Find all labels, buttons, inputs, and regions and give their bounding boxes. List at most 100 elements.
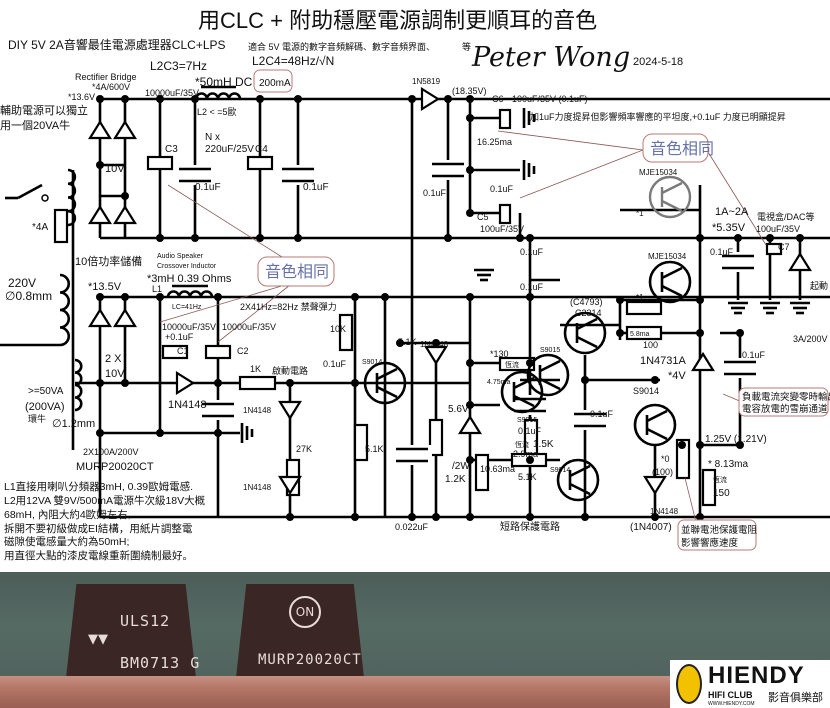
junction-dot <box>121 379 129 387</box>
label-cap-01-j: 0.1uF <box>518 426 542 436</box>
copper-heatsink-bar <box>0 676 680 708</box>
transistor-emitter <box>569 482 591 496</box>
label-c2-value: 10000uF/35V <box>222 322 276 332</box>
svg-text:音色相同: 音色相同 <box>650 139 714 158</box>
junction-dot <box>616 296 624 304</box>
diode-icon <box>788 251 812 272</box>
diode-icon <box>458 414 482 435</box>
junction-dot <box>466 293 474 301</box>
callout-avalanche: 負載電流突變零時輸出 電容放電的雪崩通道 <box>722 387 830 417</box>
label-c6-note: 加1uF力度提昇但影響頻率響應的平坦度,+0.1uF 力度已明顯提昇 <box>530 111 786 122</box>
junction-dot <box>351 293 359 301</box>
junction-dot <box>581 513 589 521</box>
label-s9014-c: S9014 <box>633 386 659 396</box>
transistor-collector <box>646 409 668 423</box>
electrolytic-capacitor <box>498 108 512 130</box>
label-cap-01-i: 0.1uF <box>742 350 766 360</box>
junction-dot <box>96 429 104 437</box>
label-load: 電視盒/DAC等 <box>757 211 815 222</box>
resistor <box>353 423 369 462</box>
junction-dot <box>516 234 524 242</box>
callout-battery: 並聯電池保護電阻 影響響應速度 <box>677 477 758 551</box>
label-d-1n5819: 1N5819 <box>412 77 441 86</box>
current-box <box>253 69 293 93</box>
label-s9015-a: S9015 <box>540 347 560 354</box>
junction-dot <box>256 234 264 242</box>
transistor-icon <box>526 353 570 397</box>
svg-text:電容放電的雪崩通道: 電容放電的雪崩通道 <box>742 403 828 415</box>
uls12-package <box>66 584 196 678</box>
label-cap-0022: 0.022uF <box>395 522 429 532</box>
junction-dot <box>651 376 659 384</box>
diode-icon <box>643 475 667 496</box>
svg-text:並聯電池保護電阻: 並聯電池保護電阻 <box>681 524 758 536</box>
transistor-collector <box>661 266 683 280</box>
label-c5-value: 100uF/35V <box>480 224 524 234</box>
resistor <box>428 418 444 457</box>
junction-dot <box>96 293 104 301</box>
junction-dot <box>191 234 199 242</box>
label-ma475: 4.75ma <box>487 379 510 386</box>
label-r-0: *0 <box>661 454 670 464</box>
label-cap-01-d: 0.1uF <box>423 188 447 198</box>
label-cap-01-f: 0.1uF <box>520 247 544 257</box>
label-c1-value: 10000uF/35V <box>162 322 216 332</box>
junction-dot <box>408 95 416 103</box>
junction-dot <box>466 359 474 367</box>
build-notes: L1直接用喇叭分頻器3mH, 0.39歐姆電感. L2用12VA 雙9V/500… <box>4 480 206 562</box>
diode-icon <box>88 204 112 225</box>
diode-icon <box>113 119 137 140</box>
label-power-reserve: 10倍功率儲備 <box>75 254 142 268</box>
junction-dot <box>351 513 359 521</box>
junction-dot <box>294 234 302 242</box>
label-c6: C6 <box>492 94 504 104</box>
label-out-current: 1A~2A <box>715 206 749 218</box>
label-diode-part: MURP20020CT <box>76 461 154 473</box>
label-zener-4v-part: 1N4731A <box>640 355 687 367</box>
junction-dot <box>466 401 474 409</box>
svg-text:影響響應速度: 影響響應速度 <box>681 537 739 549</box>
label-r-150: 150 <box>713 488 730 499</box>
junction-dot <box>121 192 129 200</box>
junction-dot <box>466 166 474 174</box>
junction-dot <box>96 379 104 387</box>
transistor-icon <box>648 175 692 219</box>
electrolytic-capacitor <box>498 203 512 225</box>
label-c7-value: 100uF/35V <box>756 224 800 234</box>
label-c3-value: 10000uF/35V <box>145 88 199 98</box>
junction-dot <box>526 293 534 301</box>
junction-dot <box>156 429 164 437</box>
label-rectifier: Rectifier Bridge <box>75 72 137 82</box>
label-r-star1-b: *1 <box>636 293 644 302</box>
resistor <box>701 468 717 507</box>
label-l2-value: *50mH DC <box>195 75 253 89</box>
inductor-coil <box>166 290 214 298</box>
junction-dot <box>444 95 452 103</box>
transistor-icon <box>500 370 544 414</box>
label-d-1n4148-a: 1N4148 <box>168 399 207 411</box>
label-c4793: (C4793) <box>570 297 603 307</box>
transistor-icon <box>633 403 677 447</box>
callout-same-tone-top: 音色相同 <box>497 130 767 246</box>
label-aux-note-2: 用一個20VA牛 <box>0 118 70 132</box>
applicable-note: 適合 5V 電源的數字音頻解碼、數字音頻界面、 <box>248 41 435 52</box>
callout-same-tone-mid: 音色相同 <box>159 184 335 343</box>
transistor-collector <box>376 367 398 381</box>
label-short-prot: 短路保護電路 <box>500 520 560 533</box>
transistor-icon <box>563 311 607 355</box>
label-ma58: 5.8ma <box>630 331 650 338</box>
junction-dot <box>432 339 440 347</box>
label-diode-3a: 3A/200V <box>793 334 828 344</box>
label-lc: LC=41Hz <box>172 304 202 311</box>
label-cap-01-k: 0.1uF <box>590 409 614 419</box>
label-l2-current: 200mA <box>259 78 291 89</box>
electrolytic-capacitor <box>146 155 174 171</box>
label-c2314: C2314 <box>575 308 602 318</box>
junction-dot <box>796 234 804 242</box>
electrolytic-capacitor <box>161 344 189 360</box>
junction-dot <box>526 456 534 464</box>
resistor <box>625 300 663 316</box>
diode-icon <box>278 475 302 496</box>
junction-dot <box>526 234 534 242</box>
